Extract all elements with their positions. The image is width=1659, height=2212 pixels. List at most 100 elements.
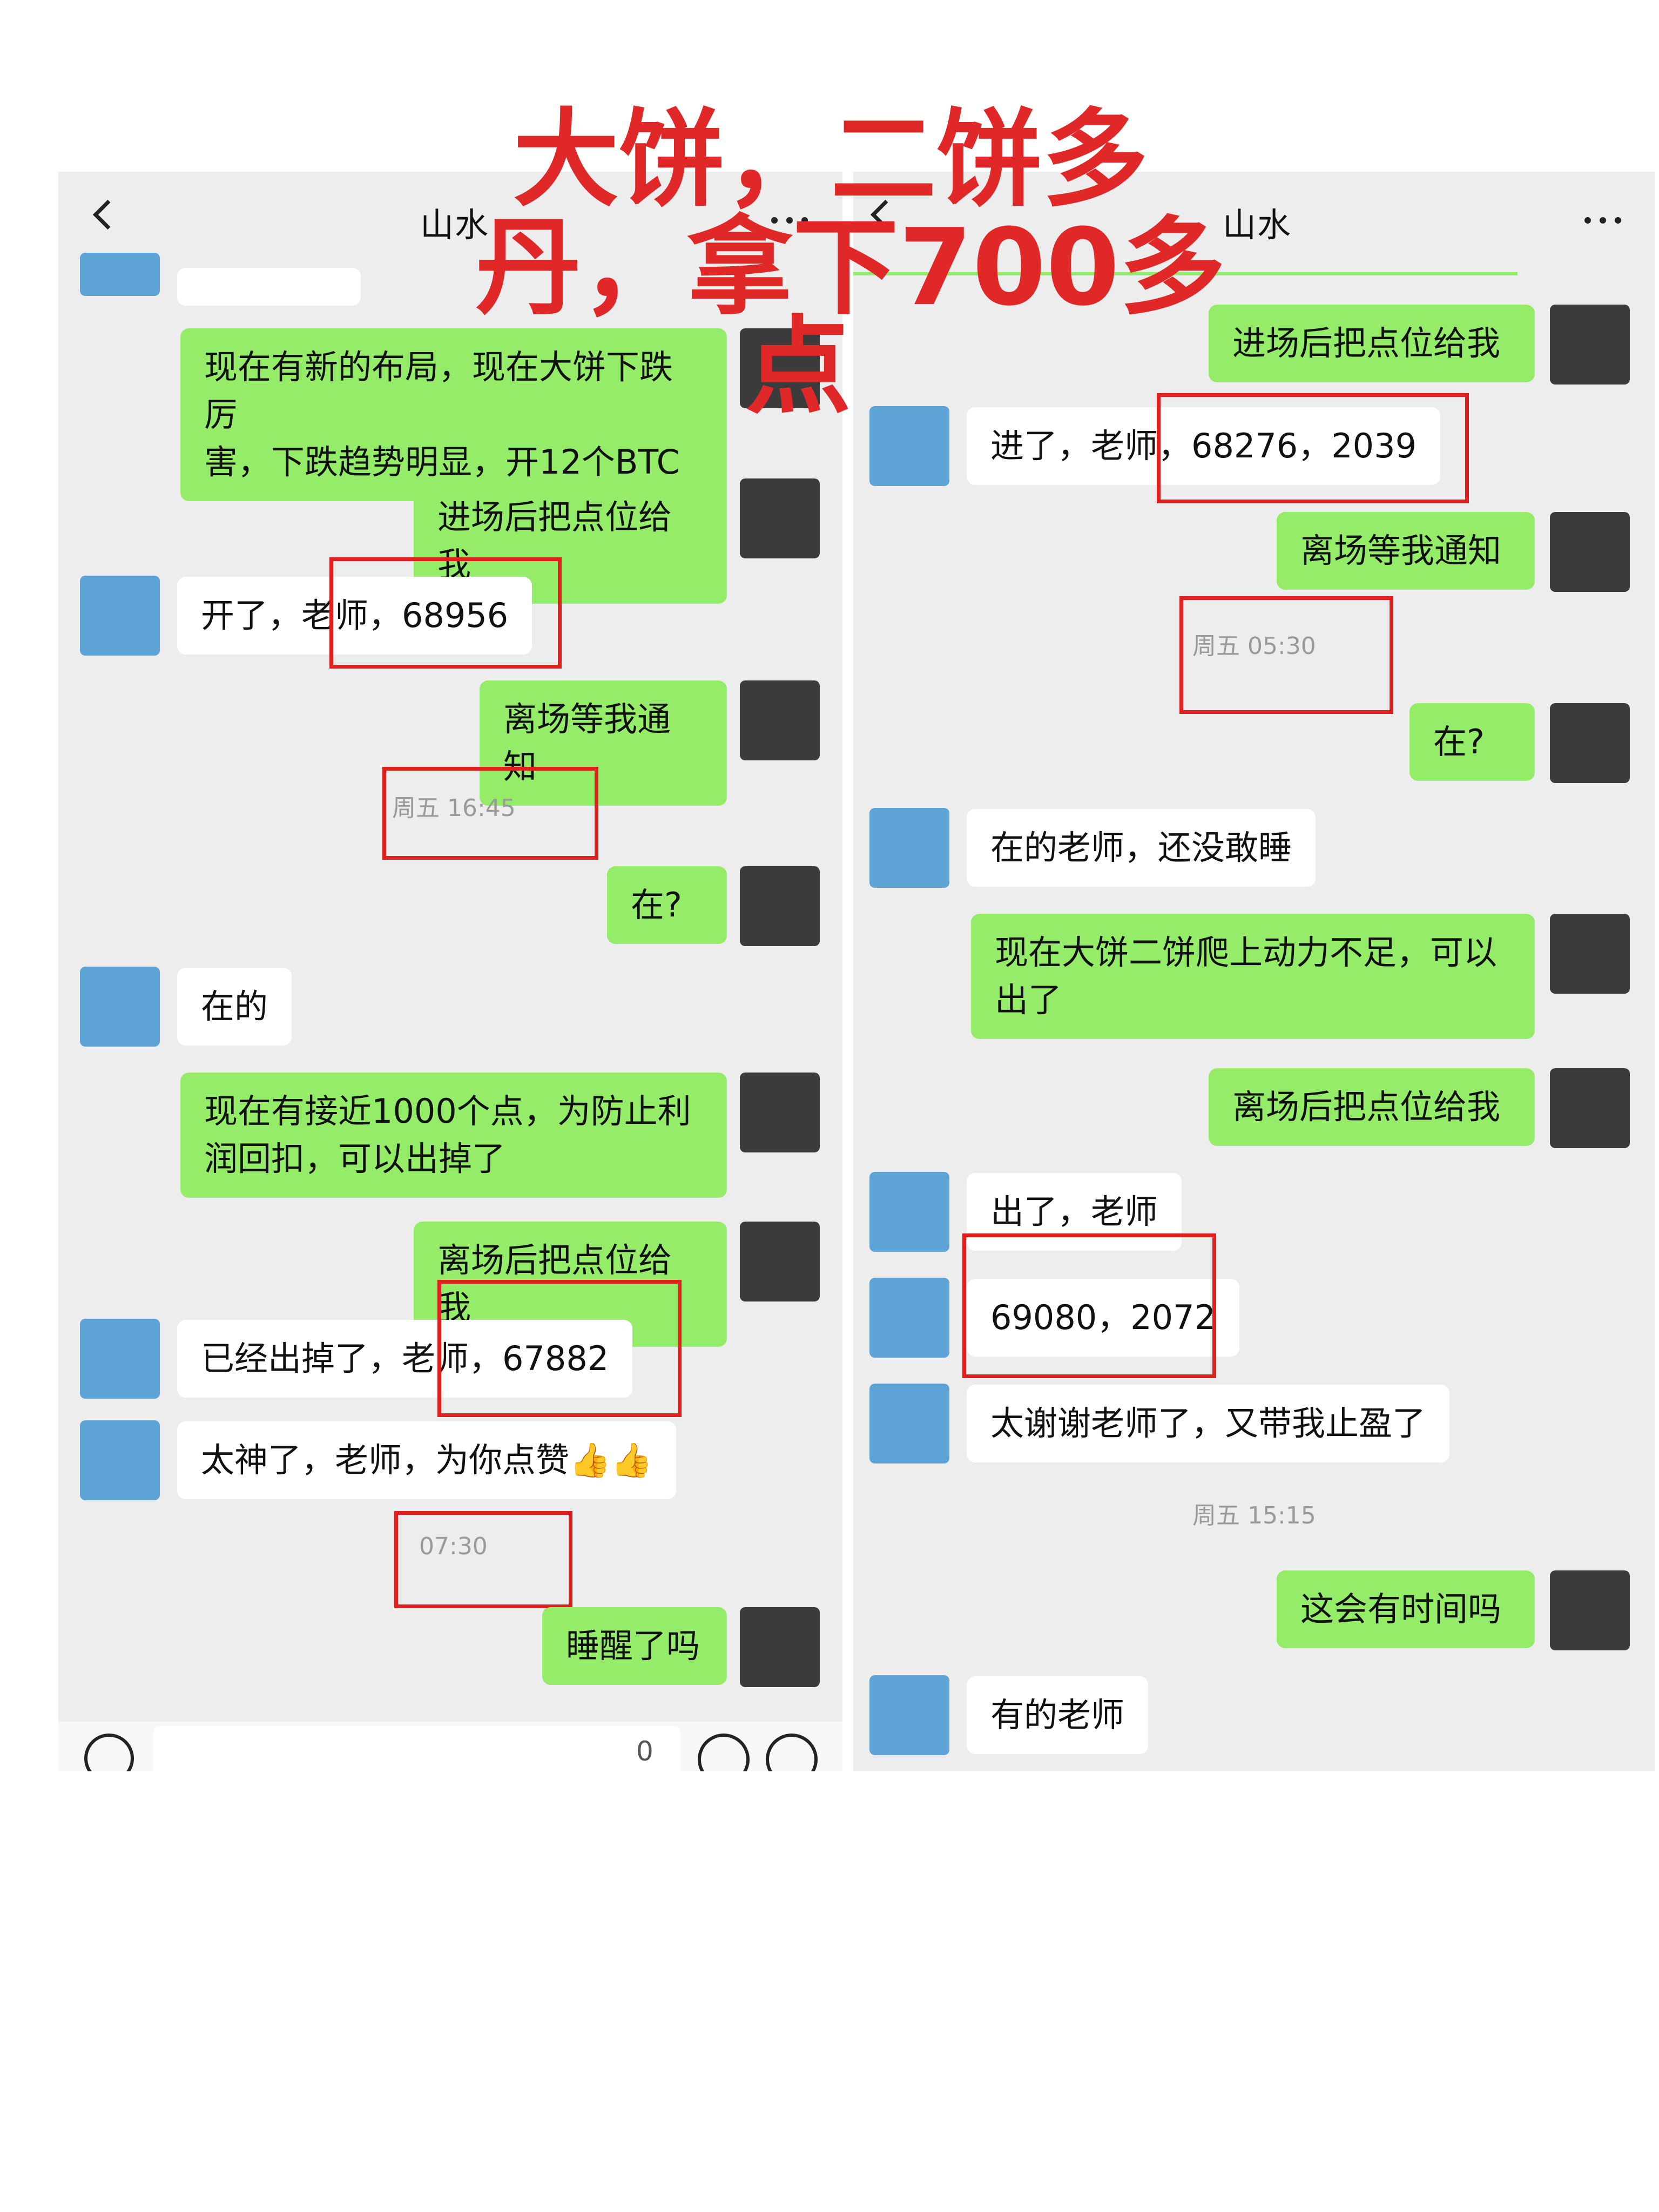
outgoing-message: 在? [1410, 703, 1535, 781]
message-text: 害，下跌趋势明显，开12个BTC [204, 442, 680, 482]
chat-timestamp: 周五 16:45 [392, 794, 516, 822]
outgoing-message: 进场后把点位给我 [414, 478, 727, 604]
user-avatar[interactable] [869, 1384, 949, 1464]
incoming-message: 69080，2072 [967, 1279, 1240, 1357]
message-input[interactable] [153, 1726, 680, 1771]
message-text: 出了 [995, 980, 1062, 1020]
outgoing-message: 离场等我通知 [480, 680, 727, 806]
teacher-avatar[interactable] [1550, 305, 1630, 385]
chat-title: 山水 [1223, 205, 1292, 245]
incoming-message: 在的 [177, 968, 292, 1046]
user-avatar[interactable] [869, 808, 949, 888]
teacher-avatar[interactable] [740, 1607, 820, 1687]
message-text: 太谢谢老师了，又带我止盈了 [990, 1404, 1426, 1443]
highlight-box [1157, 393, 1469, 503]
highlight-box [1179, 596, 1393, 714]
outgoing-message: 在? [607, 866, 727, 944]
right-chat-header: 山水 [853, 172, 1655, 274]
overlay-headline-line2: 丹，拿下700多 [475, 206, 1226, 329]
chat-timestamp: 周五 05:30 [1192, 632, 1316, 660]
message-text: 现在大饼二饼爬上动力不足，可以 [995, 933, 1498, 972]
message-text: 这会有时间吗 [1300, 1589, 1502, 1629]
chat-title: 山水 [420, 205, 490, 245]
user-avatar[interactable] [80, 253, 160, 296]
right-chat-panel: 山水 进场后把点位给我 进了，老师，68276，2039 离场等我通知 周五 0… [853, 172, 1655, 1771]
overlay-headline-line1: 大饼，二饼多 [513, 98, 1149, 221]
partial-message-edge [853, 272, 1518, 275]
message-text: 有的老师 [990, 1695, 1125, 1735]
message-text: 出了，老师 [990, 1192, 1158, 1231]
plus-icon[interactable] [766, 1734, 818, 1771]
partial-message-bubble [177, 268, 361, 306]
teacher-avatar[interactable] [740, 866, 820, 946]
incoming-message: 太神了，老师，为你点赞👍👍 [177, 1421, 677, 1499]
message-text: 离场后把点位给我 [1232, 1087, 1501, 1127]
teacher-avatar[interactable] [1550, 512, 1630, 592]
teacher-avatar[interactable] [1550, 703, 1630, 783]
incoming-message: 太谢谢老师了，又带我止盈了 [967, 1385, 1450, 1462]
left-chat-panel: 山水 现在有新的布局，现在大饼下跌厉 害，下跌趋势明显，开12个BTC 进场后把… [58, 172, 842, 1771]
outgoing-message: 现在大饼二饼爬上动力不足，可以 出了 [971, 914, 1535, 1039]
emoji-icon[interactable] [698, 1734, 750, 1771]
message-text: 离场等我通知 [1300, 531, 1502, 570]
message-text: 现在有新的布局，现在大饼下跌厉 [204, 347, 673, 434]
teacher-avatar[interactable] [740, 478, 820, 558]
left-chat-header: 山水 [58, 172, 842, 274]
message-text: 在的 [201, 987, 268, 1026]
user-avatar[interactable] [80, 967, 160, 1047]
highlight-box [394, 1511, 572, 1608]
user-avatar[interactable] [80, 576, 160, 656]
message-text: 离场后把点位给我 [437, 1240, 672, 1327]
highlight-box [329, 557, 562, 669]
outgoing-message: 现在有新的布局，现在大饼下跌厉 害，下跌趋势明显，开12个BTC [180, 328, 727, 501]
teacher-avatar[interactable] [740, 328, 820, 408]
message-text: 已经出掉了，老师，67882 [201, 1339, 609, 1378]
incoming-message: 出了，老师 [967, 1173, 1182, 1251]
outgoing-message: 进场后把点位给我 [1209, 305, 1535, 382]
user-avatar[interactable] [80, 1420, 160, 1500]
outgoing-message: 离场等我通知 [1277, 512, 1535, 590]
chat-timestamp: 周五 15:15 [1192, 1502, 1316, 1529]
message-text: 进了，老师，68276，2039 [990, 426, 1417, 466]
message-text: 在的老师，还没敢睡 [990, 828, 1292, 867]
message-text: 进场后把点位给我 [437, 497, 672, 584]
more-options-icon[interactable] [1584, 217, 1621, 224]
outgoing-message: 现在有接近1000个点，为防止利 润回扣，可以出掉了 [180, 1073, 727, 1198]
incoming-message: 开了，老师，68956 [177, 577, 532, 655]
message-text: 在? [1433, 722, 1485, 761]
highlight-box [962, 1233, 1216, 1378]
message-text: 现在有接近1000个点，为防止利 [204, 1091, 691, 1131]
user-avatar[interactable] [869, 1675, 949, 1755]
voice-icon[interactable] [84, 1734, 134, 1771]
message-text: 开了，老师，68956 [201, 596, 509, 635]
highlight-box [437, 1280, 682, 1417]
teacher-avatar[interactable] [1550, 914, 1630, 994]
incoming-message: 有的老师 [967, 1676, 1149, 1754]
user-avatar[interactable] [80, 1319, 160, 1399]
user-avatar[interactable] [869, 1172, 949, 1252]
teacher-avatar[interactable] [1550, 1570, 1630, 1650]
teacher-avatar[interactable] [740, 1222, 820, 1301]
user-avatar[interactable] [869, 406, 949, 486]
message-text: 离场等我通知 [503, 699, 671, 786]
back-arrow-icon[interactable] [92, 199, 123, 230]
message-text: 睡醒了吗 [566, 1626, 700, 1665]
message-text: 在? [631, 885, 682, 925]
incoming-message: 进了，老师，68276，2039 [967, 407, 1441, 485]
message-text: 润回扣，可以出掉了 [204, 1139, 506, 1178]
teacher-avatar[interactable] [740, 1073, 820, 1152]
message-input-bar: 0 [58, 1722, 842, 1771]
outgoing-message: 这会有时间吗 [1277, 1570, 1535, 1648]
more-options-icon[interactable] [771, 217, 808, 224]
overlay-headline-line3: 点 [745, 306, 852, 429]
teacher-avatar[interactable] [1550, 1068, 1630, 1148]
outgoing-message: 离场后把点位给我 [1209, 1068, 1535, 1146]
input-counter: 0 [636, 1736, 653, 1767]
highlight-box [382, 767, 598, 860]
message-text: 太神了，老师，为你点赞👍👍 [201, 1440, 653, 1480]
incoming-message: 已经出掉了，老师，67882 [177, 1320, 633, 1398]
message-text: 进场后把点位给我 [1232, 323, 1501, 363]
user-avatar[interactable] [869, 1278, 949, 1358]
teacher-avatar[interactable] [740, 680, 820, 760]
chat-timestamp: 07:30 [419, 1533, 488, 1560]
